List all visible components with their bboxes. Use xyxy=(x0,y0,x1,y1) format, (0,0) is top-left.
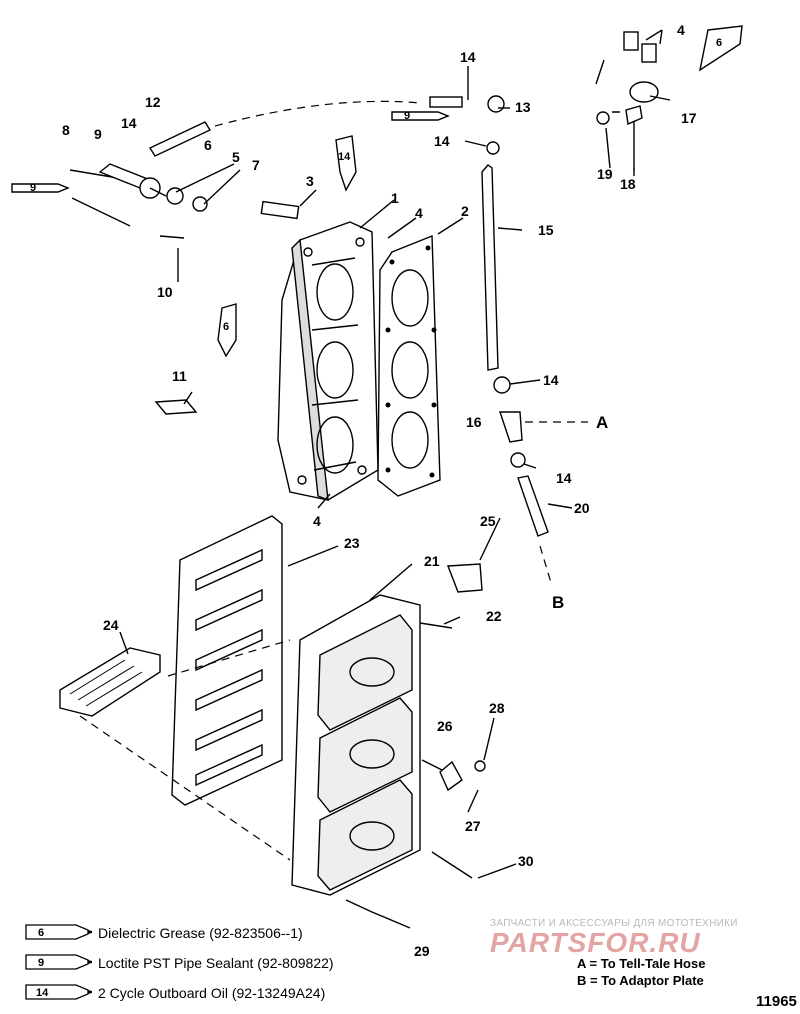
callout-21: 21 xyxy=(424,553,440,569)
callout-19: 19 xyxy=(597,166,613,182)
legend: 6 Dielectric Grease (92-823506--1) 9 Loc… xyxy=(20,918,440,1008)
label-a: A xyxy=(596,413,608,432)
legend-tube-num: 6 xyxy=(38,927,44,939)
note-b: B = To Adaptor Plate xyxy=(577,973,704,988)
adaptor-tube xyxy=(517,475,549,537)
callout-9: 9 xyxy=(94,126,102,142)
oil-tube-icon: 14 xyxy=(25,984,92,1000)
callout-12: 12 xyxy=(145,94,161,110)
legend-text: Loctite PST Pipe Sealant (92-809822) xyxy=(98,955,334,971)
label-b: B xyxy=(552,593,564,612)
callout-22: 22 xyxy=(486,608,502,624)
callout-14-mid: 14 xyxy=(434,133,450,149)
reed-plate xyxy=(59,647,161,717)
callout-16: 16 xyxy=(466,414,482,430)
callout-6: 6 xyxy=(204,137,212,153)
watermark-tagline: ЗАПЧАСТИ И АКСЕССУАРЫ ДЛЯ МОТОТЕХНИКИ xyxy=(490,918,738,929)
callout-4-lower: 4 xyxy=(313,513,321,529)
cylinder-head-cover xyxy=(277,221,379,502)
callout-17: 17 xyxy=(681,110,697,126)
cylinder-head-gasket xyxy=(377,234,441,497)
short-hose xyxy=(148,121,212,157)
plate-gasket xyxy=(171,515,283,806)
callout-10: 10 xyxy=(157,284,173,300)
callout-4-top: 4 xyxy=(415,205,423,221)
manifold-block xyxy=(291,594,421,896)
callout-26: 26 xyxy=(437,718,453,734)
tube-label-9-left: 9 xyxy=(30,182,36,194)
callout-30: 30 xyxy=(518,853,534,869)
tube-label-9-top: 9 xyxy=(404,110,410,122)
callout-28: 28 xyxy=(489,700,505,716)
legend-row-9: 9 Loctite PST Pipe Sealant (92-809822) xyxy=(20,948,440,978)
callout-11: 11 xyxy=(172,368,187,384)
connection-notes: A = To Tell-Tale Hose B = To Adaptor Pla… xyxy=(577,955,705,989)
grease-tube-icon: 6 xyxy=(25,924,92,940)
sealant-tube-icon: 9 xyxy=(25,954,92,970)
callout-14-topleft: 14 xyxy=(121,115,137,131)
legend-text: 2 Cycle Outboard Oil (92-13249A24) xyxy=(98,985,326,1001)
legend-tube-num: 14 xyxy=(36,987,49,999)
callout-3: 3 xyxy=(306,173,314,189)
callout-1: 1 xyxy=(391,190,399,206)
callout-5: 5 xyxy=(232,149,240,165)
tube-label-14-mid: 14 xyxy=(338,151,351,163)
callout-2: 2 xyxy=(461,203,469,219)
callout-14-top: 14 xyxy=(460,49,476,65)
callout-13: 13 xyxy=(515,99,531,115)
watermark-logo: PARTSFOR.RU xyxy=(490,927,701,958)
callout-8: 8 xyxy=(62,122,70,138)
tube-label-6-mid: 6 xyxy=(223,321,229,333)
callout-23: 23 xyxy=(344,535,360,551)
callout-24: 24 xyxy=(103,617,119,633)
note-a: A = To Tell-Tale Hose xyxy=(577,956,706,971)
callout-14-hose: 14 xyxy=(543,372,559,388)
callout-27: 27 xyxy=(465,818,481,834)
figure-number: 11965 xyxy=(756,993,797,1010)
callout-4-right: 4 xyxy=(677,22,685,38)
watermark: ЗАПЧАСТИ И АКСЕССУАРЫ ДЛЯ МОТОТЕХНИКИ PA… xyxy=(490,918,790,959)
callout-29: 29 xyxy=(414,943,430,959)
legend-tube-num: 9 xyxy=(38,957,44,969)
tell-tale-hose xyxy=(481,164,499,371)
legend-row-6: 6 Dielectric Grease (92-823506--1) xyxy=(20,918,440,948)
callout-18: 18 xyxy=(620,176,636,192)
tube-label-6-right: 6 xyxy=(716,37,722,49)
legend-text: Dielectric Grease (92-823506--1) xyxy=(98,925,303,941)
legend-row-14: 14 2 Cycle Outboard Oil (92-13249A24) xyxy=(20,978,440,1008)
callout-7: 7 xyxy=(252,157,260,173)
callout-15: 15 xyxy=(538,222,554,238)
callout-20: 20 xyxy=(574,500,590,516)
callout-25: 25 xyxy=(480,513,496,529)
callout-14-lower: 14 xyxy=(556,470,572,486)
